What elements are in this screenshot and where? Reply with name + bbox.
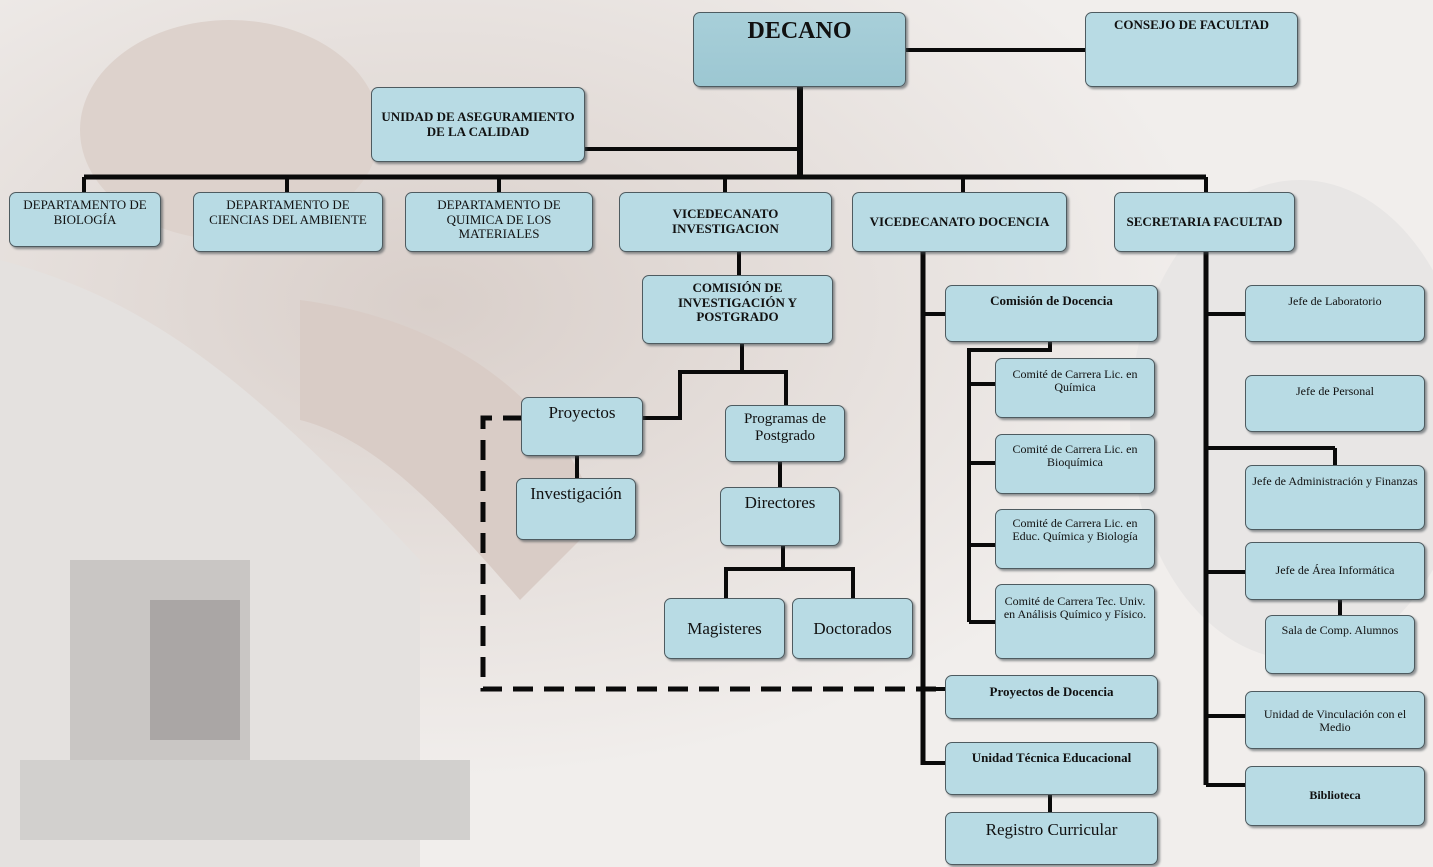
masters-box: Magisteres (664, 598, 785, 659)
it-head-box: Jefe de Área Informática (1245, 542, 1425, 600)
faculty-secretary-box: SECRETARIA FACULTAD (1114, 192, 1295, 252)
quality-unit-box: UNIDAD DE ASEGURAMIENTO DE LA CALIDAD (371, 87, 585, 162)
technical-unit-box: Unidad Técnica Educacional (945, 742, 1158, 795)
committee-biochemistry-box: Comité de Carrera Lic. en Bioquímica (995, 434, 1155, 494)
teaching-commission-box: Comisión de Docencia (945, 285, 1158, 342)
research-vicedean-box: VICEDECANATO INVESTIGACION (619, 192, 832, 252)
postgrad-programs-box: Programas de Postgrado (725, 405, 845, 462)
personnel-head-box: Jefe de Personal (1245, 375, 1425, 432)
curricular-registry-box: Registro Curricular (945, 812, 1158, 865)
projects-box: Proyectos (521, 397, 643, 456)
dean-box: DECANO (693, 12, 906, 87)
faculty-council-box: CONSEJO DE FACULTAD (1085, 12, 1298, 87)
doctorates-box: Doctorados (792, 598, 913, 659)
committee-chemistry-box: Comité de Carrera Lic. en Química (995, 358, 1155, 418)
department-materials-box: DEPARTAMENTO DE QUIMICA DE LOS MATERIALE… (405, 192, 593, 252)
lab-head-box: Jefe de Laboratorio (1245, 285, 1425, 342)
outreach-unit-box: Unidad de Vinculación con el Medio (1245, 691, 1425, 749)
teaching-projects-box: Proyectos de Docencia (945, 675, 1158, 719)
teaching-vicedean-box: VICEDECANATO DOCENCIA (852, 192, 1067, 252)
committee-education-box: Comité de Carrera Lic. en Educ. Química … (995, 509, 1155, 569)
computer-room-box: Sala de Comp. Alumnos (1265, 615, 1415, 674)
admin-head-box: Jefe de Administración y Finanzas (1245, 465, 1425, 530)
library-box: Biblioteca (1245, 766, 1425, 826)
research-commission-box: COMISIÓN DE INVESTIGACIÓN Y POSTGRADO (642, 275, 833, 344)
department-environment-box: DEPARTAMENTO DE CIENCIAS DEL AMBIENTE (193, 192, 383, 252)
investigation-box: Investigación (516, 478, 636, 540)
committee-analysis-box: Comité de Carrera Tec. Univ. en Análisis… (995, 584, 1155, 659)
directors-box: Directores (720, 487, 840, 546)
department-biology-box: DEPARTAMENTO DE BIOLOGÍA (9, 192, 161, 247)
